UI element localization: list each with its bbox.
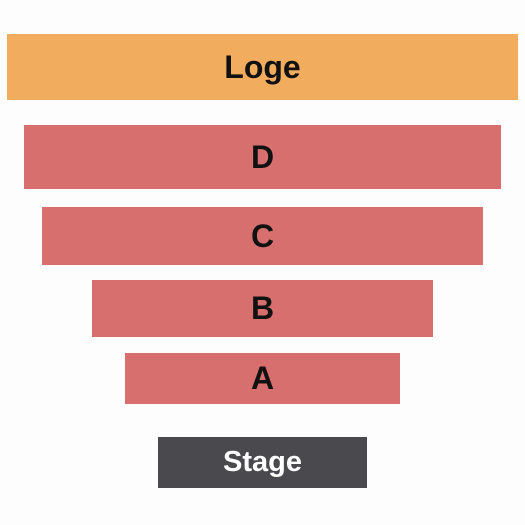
section-d[interactable]: D: [24, 125, 501, 189]
section-loge-label: Loge: [224, 48, 301, 85]
section-c[interactable]: C: [42, 207, 483, 265]
section-b[interactable]: B: [92, 280, 433, 337]
section-a-label: A: [250, 360, 275, 396]
section-d-label: D: [250, 138, 275, 175]
stage: Stage: [158, 437, 367, 488]
section-b-label: B: [250, 290, 275, 326]
section-loge[interactable]: Loge: [7, 34, 518, 100]
stage-label: Stage: [223, 446, 302, 478]
section-a[interactable]: A: [125, 353, 400, 404]
section-c-label: C: [250, 217, 275, 254]
